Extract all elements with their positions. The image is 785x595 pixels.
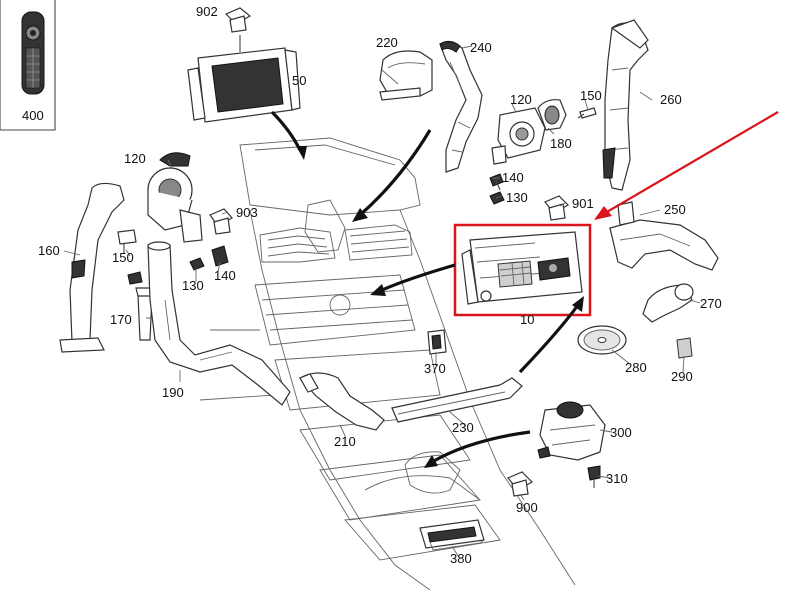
- label-370: 370: [424, 361, 446, 376]
- label-130-top: 130: [506, 190, 528, 205]
- label-903: 903: [236, 205, 258, 220]
- remote-control-part: [21, 11, 45, 95]
- tray-380: [419, 519, 485, 551]
- nut-130-left: [189, 257, 205, 271]
- red-pointer-arrow: [594, 111, 779, 220]
- speaker-assembly-120-left: [147, 152, 203, 243]
- label-310: 310: [606, 471, 628, 486]
- leader-lines: [63, 45, 701, 557]
- label-280: 280: [625, 360, 647, 375]
- label-902: 902: [196, 4, 218, 19]
- label-180: 180: [550, 136, 572, 151]
- card-290: [676, 337, 693, 359]
- label-901: 901: [572, 196, 594, 211]
- install-arrow-trim: [518, 296, 584, 374]
- display-unit-50: [187, 35, 301, 123]
- label-140-left: 140: [214, 268, 236, 283]
- label-380: 380: [450, 551, 472, 566]
- install-arrow-duct-220: [352, 129, 432, 222]
- label-220: 220: [376, 35, 398, 50]
- connector-900: [507, 471, 533, 497]
- air-duct-250: [609, 201, 719, 271]
- label-170: 170: [110, 312, 132, 327]
- label-190: 190: [162, 385, 184, 400]
- connector-903: [209, 208, 233, 235]
- disc-280: [577, 325, 627, 355]
- clip-370: [427, 329, 447, 355]
- label-150-left: 150: [112, 250, 134, 265]
- grommet-180: [537, 99, 567, 131]
- screw-310: [587, 465, 601, 488]
- label-400: 400: [22, 108, 44, 123]
- label-50: 50: [292, 73, 306, 88]
- controller-unit-300: [539, 401, 606, 461]
- label-900: 900: [516, 500, 538, 515]
- label-250: 250: [664, 202, 686, 217]
- screw-150-top: [577, 107, 597, 119]
- inset-frame: [0, 0, 56, 131]
- label-120-top: 120: [510, 92, 532, 107]
- label-290: 290: [671, 369, 693, 384]
- install-arrow-controller: [424, 430, 531, 468]
- label-210: 210: [334, 434, 356, 449]
- air-duct-190: [147, 241, 291, 406]
- label-240: 240: [470, 40, 492, 55]
- highlight-box-part-10: [453, 223, 592, 317]
- air-duct-220: [379, 50, 433, 101]
- air-duct-260: [602, 19, 649, 191]
- trim-strip-230: [391, 377, 523, 423]
- screw-150-left: [117, 229, 137, 254]
- label-260: 260: [660, 92, 682, 107]
- connector-plug-300: [537, 446, 551, 459]
- label-140-top: 140: [502, 170, 524, 185]
- label-300: 300: [610, 425, 632, 440]
- inset-remote-400: [0, 0, 56, 131]
- clip-140-left: [211, 245, 229, 267]
- install-arrow-display: [270, 110, 307, 160]
- clip-140-top: [489, 173, 504, 191]
- air-duct-240: [439, 40, 483, 173]
- air-duct-160: [59, 182, 125, 353]
- speaker-assembly-120-top: [491, 107, 546, 165]
- label-160: 160: [38, 243, 60, 258]
- label-270: 270: [700, 296, 722, 311]
- label-130-left: 130: [182, 278, 204, 293]
- label-120-left: 120: [124, 151, 146, 166]
- label-150-top: 150: [580, 88, 602, 103]
- air-duct-270: [642, 283, 694, 323]
- connector-902: [224, 7, 252, 33]
- connector-901: [544, 195, 569, 221]
- label-230: 230: [452, 420, 474, 435]
- install-arrow-head-unit: [370, 263, 456, 296]
- air-duct-210: [299, 372, 385, 431]
- part-number-labels: 400 902 50 220 240 120 150 180 260 140 1…: [22, 4, 722, 566]
- clip-small-left: [127, 271, 143, 285]
- label-10: 10: [520, 312, 534, 327]
- head-unit-10: [461, 231, 583, 305]
